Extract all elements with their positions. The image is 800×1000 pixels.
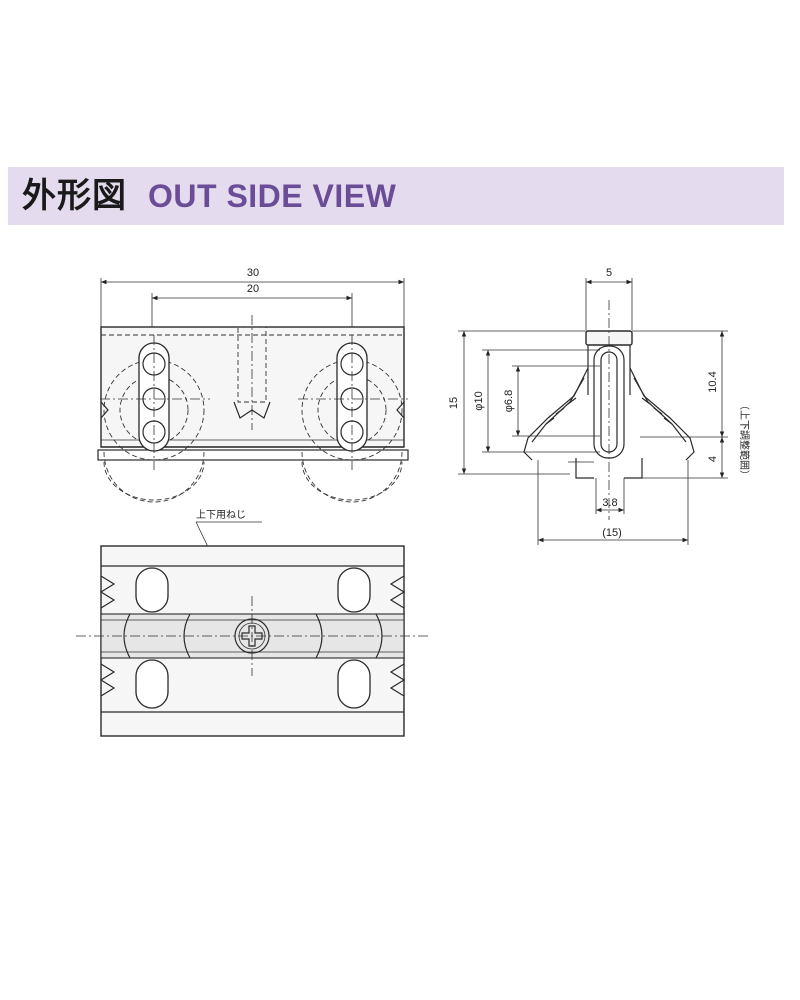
dim-overall-width: 30	[247, 267, 259, 279]
dim-side-height: 15	[448, 397, 460, 409]
title-english: OUT SIDE VIEW	[148, 178, 397, 214]
dim-pitch-width: 20	[247, 283, 259, 295]
front-view: 30 20	[97, 267, 409, 503]
screw-label: 上下用ねじ	[196, 509, 246, 521]
dim-base-width: (15)	[602, 527, 622, 539]
dim-side-width: 5	[606, 267, 612, 279]
title-band	[8, 167, 784, 225]
dim-wheel-inner-diameter: φ6.8	[503, 390, 515, 412]
dim-wheel-outer-diameter: φ10	[473, 391, 485, 410]
dim-adjust-range: 4	[707, 456, 719, 462]
side-view: 5 15 φ10 φ6.8 10.4 4 （上下調整範囲）	[448, 267, 751, 545]
bottom-view: 上下用ねじ	[76, 509, 430, 737]
adjust-range-note: （上下調整範囲）	[738, 400, 751, 480]
title-japanese: 外形図	[22, 176, 127, 216]
dim-upper-height: 10.4	[707, 371, 719, 392]
dim-groove-width: 3.8	[602, 497, 617, 509]
